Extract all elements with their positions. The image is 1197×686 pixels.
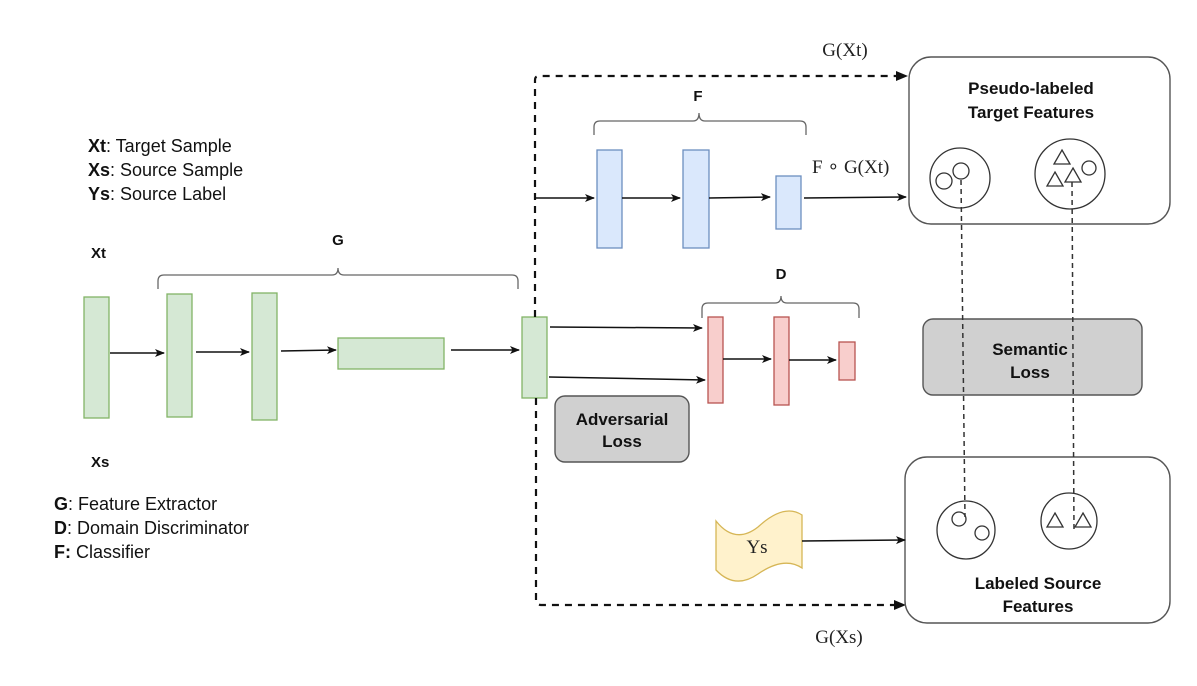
dashed-arrowhead-source xyxy=(894,600,906,610)
legend-top: Xt: Target Sample Xs: Source Sample Ys: … xyxy=(88,136,243,204)
semantic-link-circles xyxy=(960,179,966,518)
arrow-f2-to-f3 xyxy=(708,193,771,202)
input-layer xyxy=(83,296,110,419)
legend-item-d: D: Domain Discriminator xyxy=(54,518,249,538)
extractor-layer-1 xyxy=(166,293,193,418)
svg-text:Ys: Ys xyxy=(746,537,767,558)
discriminator-layer-3 xyxy=(838,341,856,381)
arrow-ys-to-source-panel xyxy=(801,536,906,545)
discriminator-brace xyxy=(701,295,860,318)
svg-text:Loss: Loss xyxy=(602,432,642,451)
extractor-layer-3 xyxy=(337,337,445,370)
legend-item-xt: Xt: Target Sample xyxy=(88,136,232,156)
source-circle-2 xyxy=(974,525,990,541)
discriminator-layer-2 xyxy=(773,316,790,406)
edge-label-g-xs: G(Xs) xyxy=(815,627,863,648)
dashed-route-source xyxy=(534,398,903,607)
legend-item-ys: Ys: Source Label xyxy=(88,184,226,204)
svg-text:Features: Features xyxy=(1003,597,1074,616)
discriminator-layer-1 xyxy=(707,316,724,404)
legend-item-xs: Xs: Source Sample xyxy=(88,160,243,180)
extractor-label: G xyxy=(332,232,344,249)
legend-bottom: G: Feature Extractor D: Domain Discrimin… xyxy=(54,494,249,562)
svg-text:Loss: Loss xyxy=(1010,363,1050,382)
adversarial-loss-box: Adversarial Loss xyxy=(554,395,690,463)
semantic-loss-box: Semantic Loss xyxy=(922,318,1143,396)
discriminator-label: D xyxy=(776,266,787,283)
svg-text:Semantic: Semantic xyxy=(992,340,1068,359)
classifier-layer-2 xyxy=(682,149,710,249)
svg-text:Pseudo-labeled: Pseudo-labeled xyxy=(968,79,1094,98)
source-cluster-circles xyxy=(936,500,996,560)
feature-output-layer xyxy=(521,316,548,399)
legend-item-f: F: Classifier xyxy=(54,542,150,562)
extractor-brace xyxy=(157,267,519,289)
target-cluster-mixed xyxy=(1034,138,1106,210)
extractor-layer-2 xyxy=(251,292,278,421)
svg-text:Target Features: Target Features xyxy=(968,103,1094,122)
source-triangle-2 xyxy=(1073,511,1093,528)
source-label-node: Ys xyxy=(715,510,803,582)
target-features-panel: Pseudo-labeled Target Features xyxy=(908,56,1171,225)
edge-label-g-xt: G(Xt) xyxy=(822,40,867,61)
input-label-xs: Xs xyxy=(91,454,109,471)
dashed-route-target xyxy=(533,74,905,317)
target-cluster-circles xyxy=(929,147,991,209)
input-label-xt: Xt xyxy=(91,245,106,262)
source-triangle-1 xyxy=(1045,511,1065,528)
edge-label-f-g-xt: F ∘ G(Xt) xyxy=(812,157,889,178)
source-features-panel: Labeled Source Features xyxy=(904,456,1171,624)
source-cluster-triangles xyxy=(1040,492,1098,550)
svg-text:Adversarial: Adversarial xyxy=(576,410,669,429)
classifier-layer-1 xyxy=(596,149,623,249)
semantic-link-triangles xyxy=(1071,181,1075,531)
arrow-g2-to-g3 xyxy=(280,346,337,355)
classifier-label: F xyxy=(693,88,702,105)
arrow-to-d-upper xyxy=(549,323,703,332)
arrow-f3-to-target-panel xyxy=(803,193,907,202)
classifier-layer-3 xyxy=(775,175,802,230)
arrow-to-d-lower xyxy=(548,375,706,384)
legend-item-g: G: Feature Extractor xyxy=(54,494,217,514)
dashed-arrowhead-target xyxy=(896,71,908,81)
classifier-brace xyxy=(593,112,807,135)
source-circle-1 xyxy=(951,511,967,527)
svg-text:Labeled Source: Labeled Source xyxy=(975,574,1102,593)
